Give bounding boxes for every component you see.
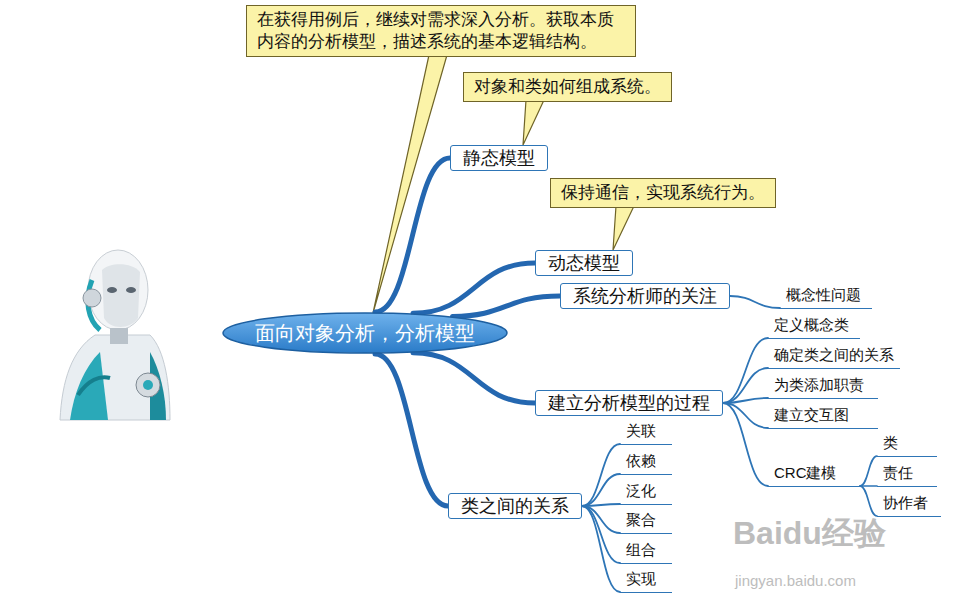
ellipse-outline [223,313,507,353]
main-topic: 建立分析模型的过程 [535,390,723,416]
topic-text: 依赖 [626,451,666,471]
topic-text: 概念性问题 [786,285,866,305]
topic-text: 在获得用例后，继续对需求深入分析。获取本质内容的分析模型，描述系统的基本逻辑结构… [257,9,625,53]
topic-text: 组合 [626,540,666,560]
branch-line [582,506,620,592]
subtopic: 类 [877,433,937,457]
subtopic: CRC建模 [768,463,860,487]
branch-line [582,504,620,506]
main-branch [413,353,535,403]
robot-part [110,328,128,344]
robot-illustration [60,250,170,420]
robot-part [83,289,101,307]
topic-text: 确定类之间的关系 [774,345,894,365]
topic-text: 系统分析师的关注 [573,285,717,307]
subtopic: 泛化 [620,481,672,505]
subtopic: 聚合 [620,510,672,534]
main-branch [453,296,560,316]
branch-line [723,403,768,486]
callout-pointer [613,206,634,250]
subtopic: 组合 [620,540,672,564]
subtopic: 关联 [620,421,672,445]
watermark: jingyan.baidu.com [735,572,856,589]
main-topic: 系统分析师的关注 [560,283,730,309]
branch-line [860,456,877,486]
main-branch [413,263,535,313]
topic-text: 定义概念类 [774,315,854,335]
subtopic: 协作者 [877,493,941,517]
callout-note: 在获得用例后，继续对需求深入分析。获取本质内容的分析模型，描述系统的基本逻辑结构… [246,5,636,57]
robot-part [60,335,170,420]
robot-part [136,373,160,397]
topic-text: 责任 [883,463,931,483]
branch-line [860,486,877,516]
topic-text: 建立分析模型的过程 [548,392,710,414]
subtopic: 建立交互图 [768,405,878,429]
branch-line [723,398,768,403]
branch-line [582,444,620,506]
callout-note: 保持通信，实现系统行为。 [550,178,776,208]
subtopic: 依赖 [620,451,672,475]
subtopic: 确定类之间的关系 [768,345,900,369]
robot-part [143,380,153,390]
topic-text: 建立交互图 [774,405,872,425]
watermark: Baidu经验 [733,512,886,556]
robot-part [107,287,117,293]
callout-note: 对象和类如何组成系统。 [463,72,672,102]
branch-line [582,474,620,506]
robot-part [70,352,108,420]
branch-line [582,506,620,563]
subtopic: 定义概念类 [768,315,860,339]
topic-text: 协作者 [883,493,935,513]
main-branch [375,158,450,312]
topic-text: 静态模型 [463,147,535,169]
main-branch [375,354,448,506]
topic-text: 泛化 [626,481,666,501]
topic-text: 动态模型 [548,252,620,274]
branch-line [723,338,768,403]
topic-text: 聚合 [626,510,666,530]
callout-pointer [523,100,544,145]
robot-part [126,287,136,293]
topic-text: 关联 [626,421,666,441]
branch-line [730,296,780,308]
topic-text: CRC建模 [774,463,854,483]
main-topic: 静态模型 [450,145,548,171]
topic-text: 类之间的关系 [461,495,569,517]
subtopic: 责任 [877,463,937,487]
topic-text: 实现 [626,569,666,589]
topic-text: 类 [883,433,931,453]
topic-text: 面向对象分析，分析模型 [222,321,508,345]
robot-part [78,377,110,395]
callout-pointer [373,55,447,313]
central-topic: 面向对象分析，分析模型 [222,312,508,354]
subtopic: 为类添加职责 [768,375,878,399]
subtopic: 概念性问题 [780,285,872,309]
main-topic: 类之间的关系 [448,493,582,519]
main-topic: 动态模型 [535,250,633,276]
branch-line [723,368,768,403]
topic-text: 为类添加职责 [774,375,872,395]
topic-text: 保持通信，实现系统行为。 [561,182,765,204]
topic-text: 对象和类如何组成系统。 [474,76,661,98]
subtopic: 实现 [620,569,672,593]
robot-part [102,264,140,327]
